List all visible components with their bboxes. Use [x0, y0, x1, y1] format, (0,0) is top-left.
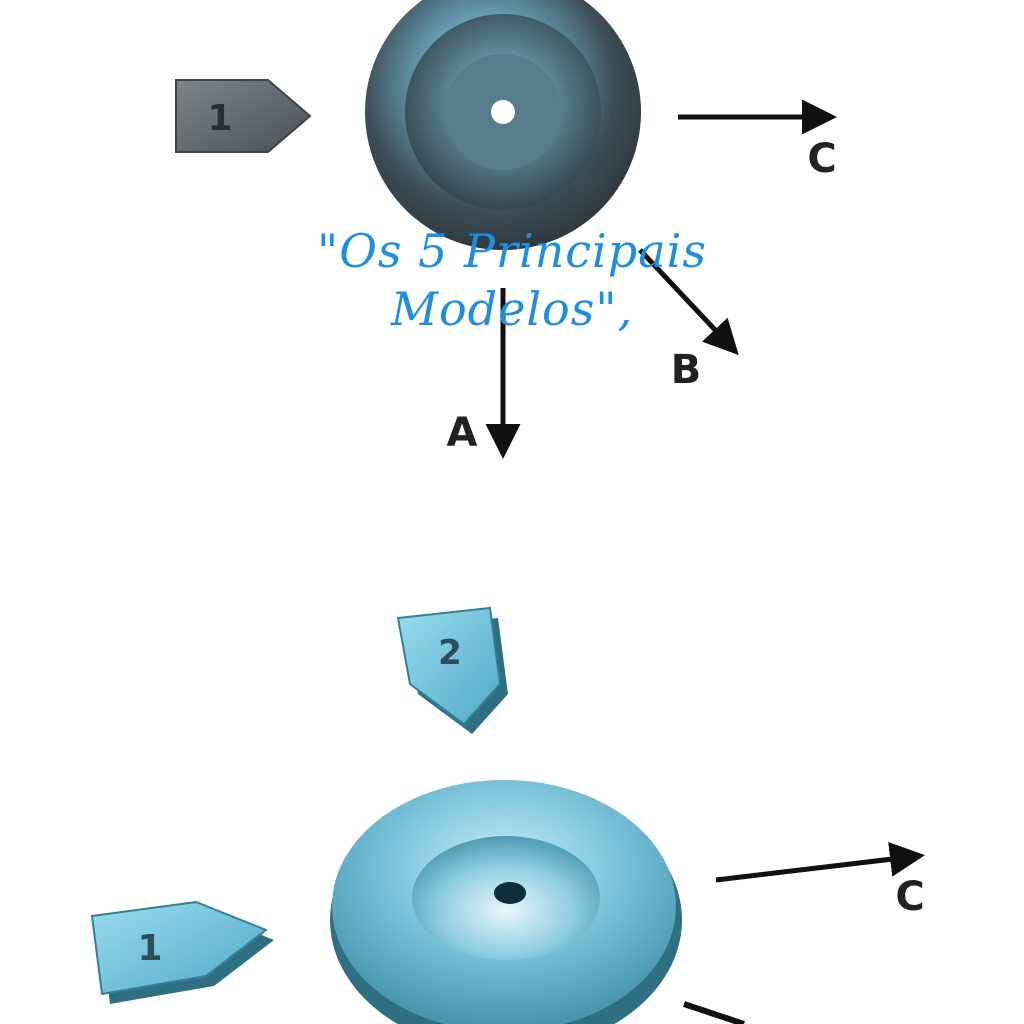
bottom-input-marker-1: 1: [90, 900, 274, 1004]
top-disc-hole: [491, 100, 515, 124]
top-output-label-c: C: [807, 136, 836, 182]
bottom-disc-hole: [494, 882, 526, 904]
overlay-title-text: "Os 5 Principais Modelos",: [317, 224, 707, 336]
bottom-input-marker-2: 2: [396, 606, 508, 734]
top-disc: [365, 0, 641, 250]
top-output-label-a: A: [447, 410, 478, 456]
bottom-output-label-c: C: [895, 874, 924, 920]
bottom-arrow-c: [715, 841, 925, 883]
bottom-disc: [330, 780, 682, 1024]
bottom-input-label-1: 1: [137, 928, 162, 969]
top-arrow-b: [638, 248, 739, 356]
top-diagram: 1 C B A: [175, 0, 837, 459]
bottom-input-label-2: 2: [438, 633, 462, 673]
bottom-diagram: 2 1 C: [90, 606, 925, 1024]
top-input-label-1: 1: [207, 98, 232, 139]
bottom-arrow-partial: [683, 1001, 745, 1024]
top-output-label-b: B: [671, 347, 702, 393]
top-input-marker-1: 1: [175, 79, 312, 153]
